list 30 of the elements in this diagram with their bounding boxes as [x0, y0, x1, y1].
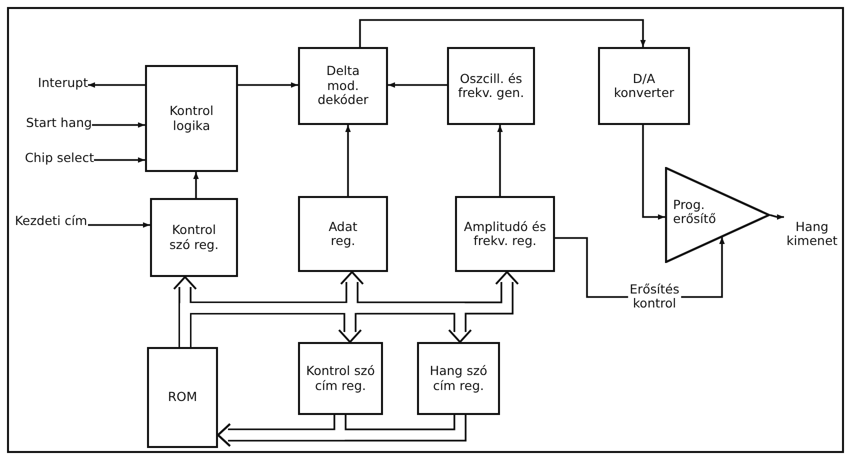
arrow	[388, 82, 447, 88]
arrow	[238, 82, 298, 88]
block-box: D/A konverter	[598, 47, 690, 125]
block-box: Delta mod. dekóder	[298, 47, 388, 125]
block-box: Amplitudó és frekv. reg.	[455, 196, 555, 272]
arrow	[94, 157, 145, 163]
arrow	[770, 214, 784, 220]
signal-label: Hang kimenet	[784, 208, 840, 252]
block-box: Kontrol szó cím reg.	[298, 342, 383, 415]
block-box: Adat reg.	[298, 196, 388, 272]
arrow	[359, 19, 646, 47]
block-box: Kontrol logika	[145, 65, 238, 172]
block-box: Kontrol szó reg.	[150, 198, 238, 277]
block-box: Hang szó cím reg.	[417, 342, 500, 415]
arrow	[92, 122, 145, 128]
signal-label: Kezdeti cím	[14, 214, 88, 248]
signal-label: Chip select	[6, 151, 94, 169]
signal-label: Interupt	[14, 76, 88, 94]
arrow	[193, 172, 199, 198]
bus-interior	[228, 415, 465, 440]
arrow	[497, 125, 503, 196]
block-box: Oszcill. és frekv. gen.	[447, 47, 535, 125]
arrow	[345, 125, 351, 196]
bus-arrow	[217, 415, 466, 447]
arrow	[642, 125, 665, 220]
arrow	[88, 82, 145, 88]
block-box: ROM	[147, 347, 218, 448]
arrow	[88, 222, 150, 228]
amplifier-label: Prog. erősítő	[673, 198, 718, 227]
signal-label: Start hang	[10, 116, 92, 134]
